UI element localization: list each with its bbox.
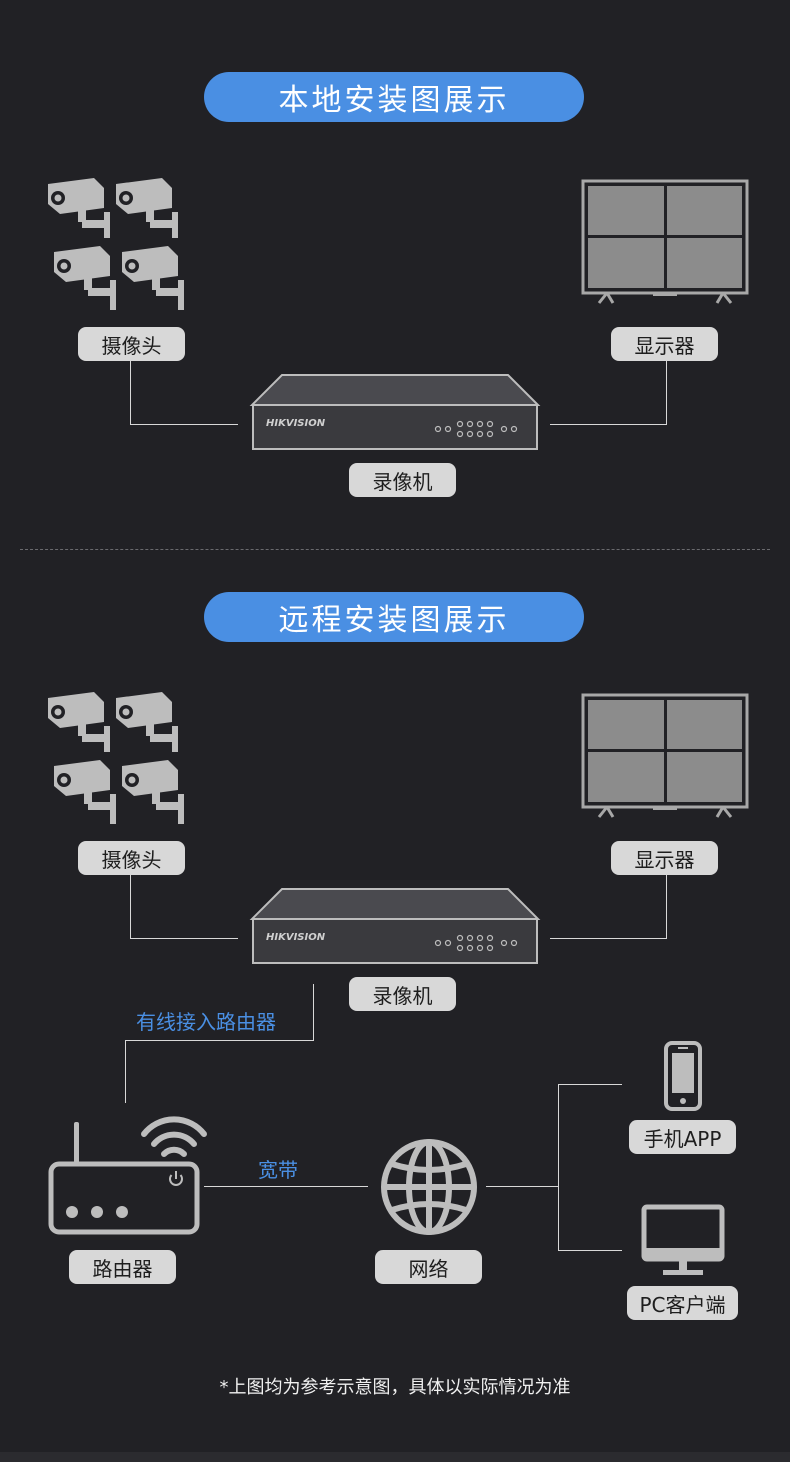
camera-to-recorder-line [130,938,238,939]
network-to-clients-line [558,1084,559,1250]
disclaimer-footnote: *上图均为参考示意图，具体以实际情况为准 [219,1377,571,1398]
camera-icon [122,760,184,824]
camera-icon [54,760,116,824]
camera-icon [122,246,184,310]
camera-label-remote: 摄像头 [78,841,185,875]
network-to-clients-line [486,1186,558,1187]
display-label-remote: 显示器 [611,841,718,875]
camera-icon [116,692,178,752]
camera-icon [116,178,178,238]
section-divider [20,549,770,550]
monitor-icon-remote [581,693,749,818]
monitor-icon-local [581,179,749,304]
brand-logo: HIKVISION [266,418,326,429]
pc-client-label: PC客户端 [627,1286,738,1320]
camera-to-recorder-line [130,424,238,425]
bottom-strip [0,1452,790,1462]
recorder-to-router-line [125,1040,126,1103]
camera-cluster-local [48,178,184,310]
power-icon [169,1171,183,1186]
display-to-recorder-line [550,424,667,425]
camera-label-local: 摄像头 [78,327,185,361]
pc-monitor-icon [641,1204,725,1275]
recorder-label-local: 录像机 [349,463,456,497]
camera-to-recorder-line [130,361,131,424]
camera-icon [48,692,110,752]
broadband-text: 宽带 [258,1158,298,1182]
camera-icon [48,178,110,238]
network-to-pc-line [558,1250,622,1251]
router-to-network-line [204,1186,368,1187]
camera-cluster-remote [48,692,184,824]
camera-icon [54,246,116,310]
network-to-phone-line [558,1084,622,1085]
wired-router-text: 有线接入路由器 [136,1010,276,1034]
display-label-local: 显示器 [611,327,718,361]
display-to-recorder-line [666,361,667,424]
display-to-recorder-line [666,875,667,938]
recorder-label-remote: 录像机 [349,977,456,1011]
camera-to-recorder-line [130,875,131,938]
mobile-app-label: 手机APP [629,1120,736,1154]
recorder-to-router-line [313,984,314,1040]
network-label: 网络 [375,1250,482,1284]
remote-install-title: 远程安装图展示 [204,592,584,642]
recorder-to-router-line [125,1040,314,1041]
globe-icon [381,1139,477,1235]
local-install-title: 本地安装图展示 [204,72,584,122]
nvr-recorder-icon-local: HIKVISION [249,374,541,450]
nvr-recorder-icon-remote: HIKVISION [249,888,541,964]
router-icon [48,1116,207,1235]
brand-logo: HIKVISION [266,932,326,943]
router-label: 路由器 [69,1250,176,1284]
smartphone-icon [664,1041,702,1111]
display-to-recorder-line [550,938,667,939]
